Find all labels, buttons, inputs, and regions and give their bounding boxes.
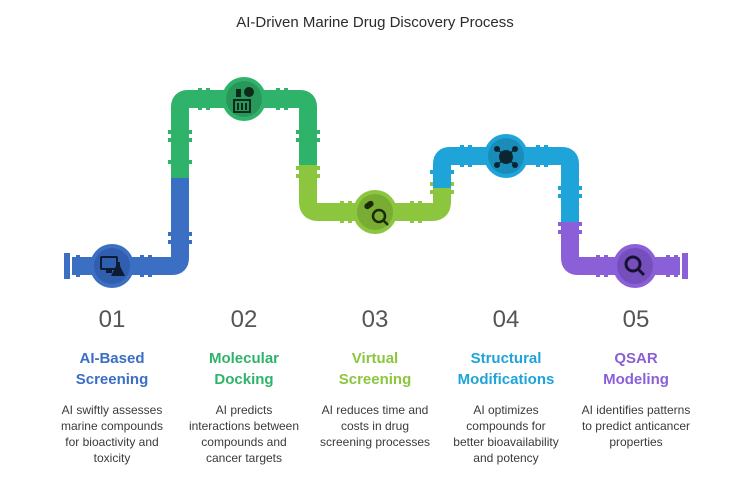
pipe-segment-1 [64, 175, 192, 279]
lab-equipment-icon [222, 77, 266, 121]
step-1-desc-line: marine compounds [60, 419, 164, 433]
step-3-desc-line: screening processes [319, 435, 431, 449]
step-4-title-line2: Modifications [457, 371, 555, 388]
step-4-desc-line: and potency [473, 451, 539, 465]
step-4-number: 04 [492, 306, 520, 333]
molecule-icon [484, 134, 528, 178]
step-5-desc-line: AI identifies patterns [581, 403, 691, 417]
pipe-segment-5 [558, 222, 688, 279]
step-3-title-line2: Screening [338, 371, 412, 388]
step-4-desc-line: compounds for [466, 419, 546, 433]
step-5-title-line2: Modeling [603, 371, 669, 388]
step-3-title: Virtual Screening [305, 348, 445, 390]
step-3-desc-line: AI reduces time and [321, 403, 429, 417]
step-1-desc-line: toxicity [93, 451, 131, 465]
step-5-desc-line: to predict anticancer [581, 419, 691, 433]
step-1-title-line1: AI-Based [79, 350, 145, 367]
step-2-title-line1: Molecular [208, 350, 280, 367]
step-4-title-line1: Structural [470, 350, 542, 367]
step-2-desc-line: cancer targets [205, 451, 283, 465]
step-2-desc-line: compounds and [201, 435, 287, 449]
step-3-number: 03 [361, 306, 389, 333]
step-2-number: 02 [230, 306, 258, 333]
step-4-desc-line: AI optimizes [473, 403, 539, 417]
step-5-description: AI identifies patterns to predict antica… [566, 402, 706, 450]
magnifier-icon [613, 244, 657, 288]
step-1-number: 01 [98, 306, 126, 333]
step-2-title: Molecular Docking [174, 348, 314, 390]
pill-search-icon [353, 190, 397, 234]
step-1-title-line2: Screening [75, 371, 149, 388]
step-5-title: QSAR Modeling [566, 348, 706, 390]
step-3-title-line1: Virtual [351, 350, 399, 367]
step-1-desc-line: for bioactivity and [65, 435, 159, 449]
step-4-description: AI optimizes compounds for better bioava… [436, 402, 576, 466]
step-5-title-line1: QSAR [614, 350, 658, 367]
step-2-description: AI predicts interactions between compoun… [174, 402, 314, 466]
step-1-description: AI swiftly assesses marine compounds for… [42, 402, 182, 466]
step-2-desc-line: interactions between [188, 419, 300, 433]
step-5-desc-line: properties [609, 435, 663, 449]
step-1-title: AI-Based Screening [42, 348, 182, 390]
step-3-desc-line: costs in drug [340, 419, 410, 433]
step-4-title: Structural Modifications [436, 348, 576, 390]
step-4-desc-line: better bioavailability [453, 435, 559, 449]
step-3-description: AI reduces time and costs in drug screen… [305, 402, 445, 450]
step-5-number: 05 [622, 306, 650, 333]
computer-flask-icon [90, 244, 134, 288]
step-1-desc-line: AI swiftly assesses [61, 403, 163, 417]
diagram-title: AI-Driven Marine Drug Discovery Process [236, 14, 514, 31]
step-2-title-line2: Docking [214, 371, 274, 388]
step-2-desc-line: AI predicts [215, 403, 273, 417]
